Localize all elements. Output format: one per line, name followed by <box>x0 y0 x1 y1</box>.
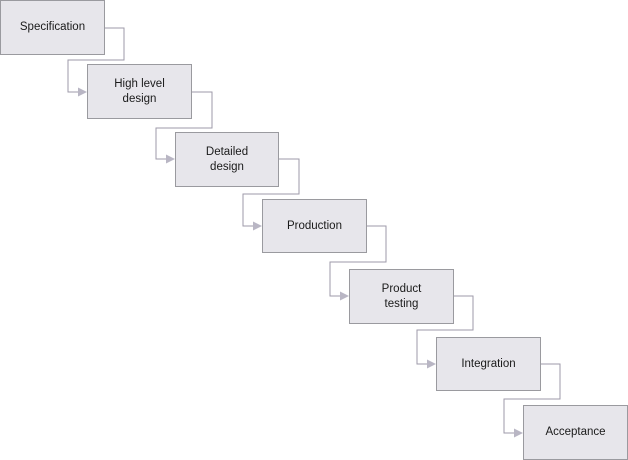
stage-high-level-design: High level design <box>87 64 192 119</box>
connector-1 <box>67 27 125 93</box>
connector-5 <box>416 295 474 365</box>
arrowhead-2 <box>166 154 175 164</box>
stage-specification: Specification <box>0 0 105 55</box>
connector-4 <box>329 225 387 297</box>
connector-3 <box>242 158 300 227</box>
arrowhead-3 <box>253 221 262 231</box>
arrowhead-6 <box>514 428 523 438</box>
arrowhead-1 <box>78 87 87 97</box>
connector-2 <box>155 91 213 160</box>
stage-detailed-design: Detailed design <box>175 132 279 187</box>
connector-6 <box>503 363 561 434</box>
stage-product-testing: Product testing <box>349 269 454 324</box>
stage-integration: Integration <box>436 337 541 391</box>
arrowhead-5 <box>427 359 436 369</box>
arrowhead-4 <box>340 291 349 301</box>
stage-production: Production <box>262 199 367 253</box>
stage-acceptance: Acceptance <box>523 405 628 460</box>
